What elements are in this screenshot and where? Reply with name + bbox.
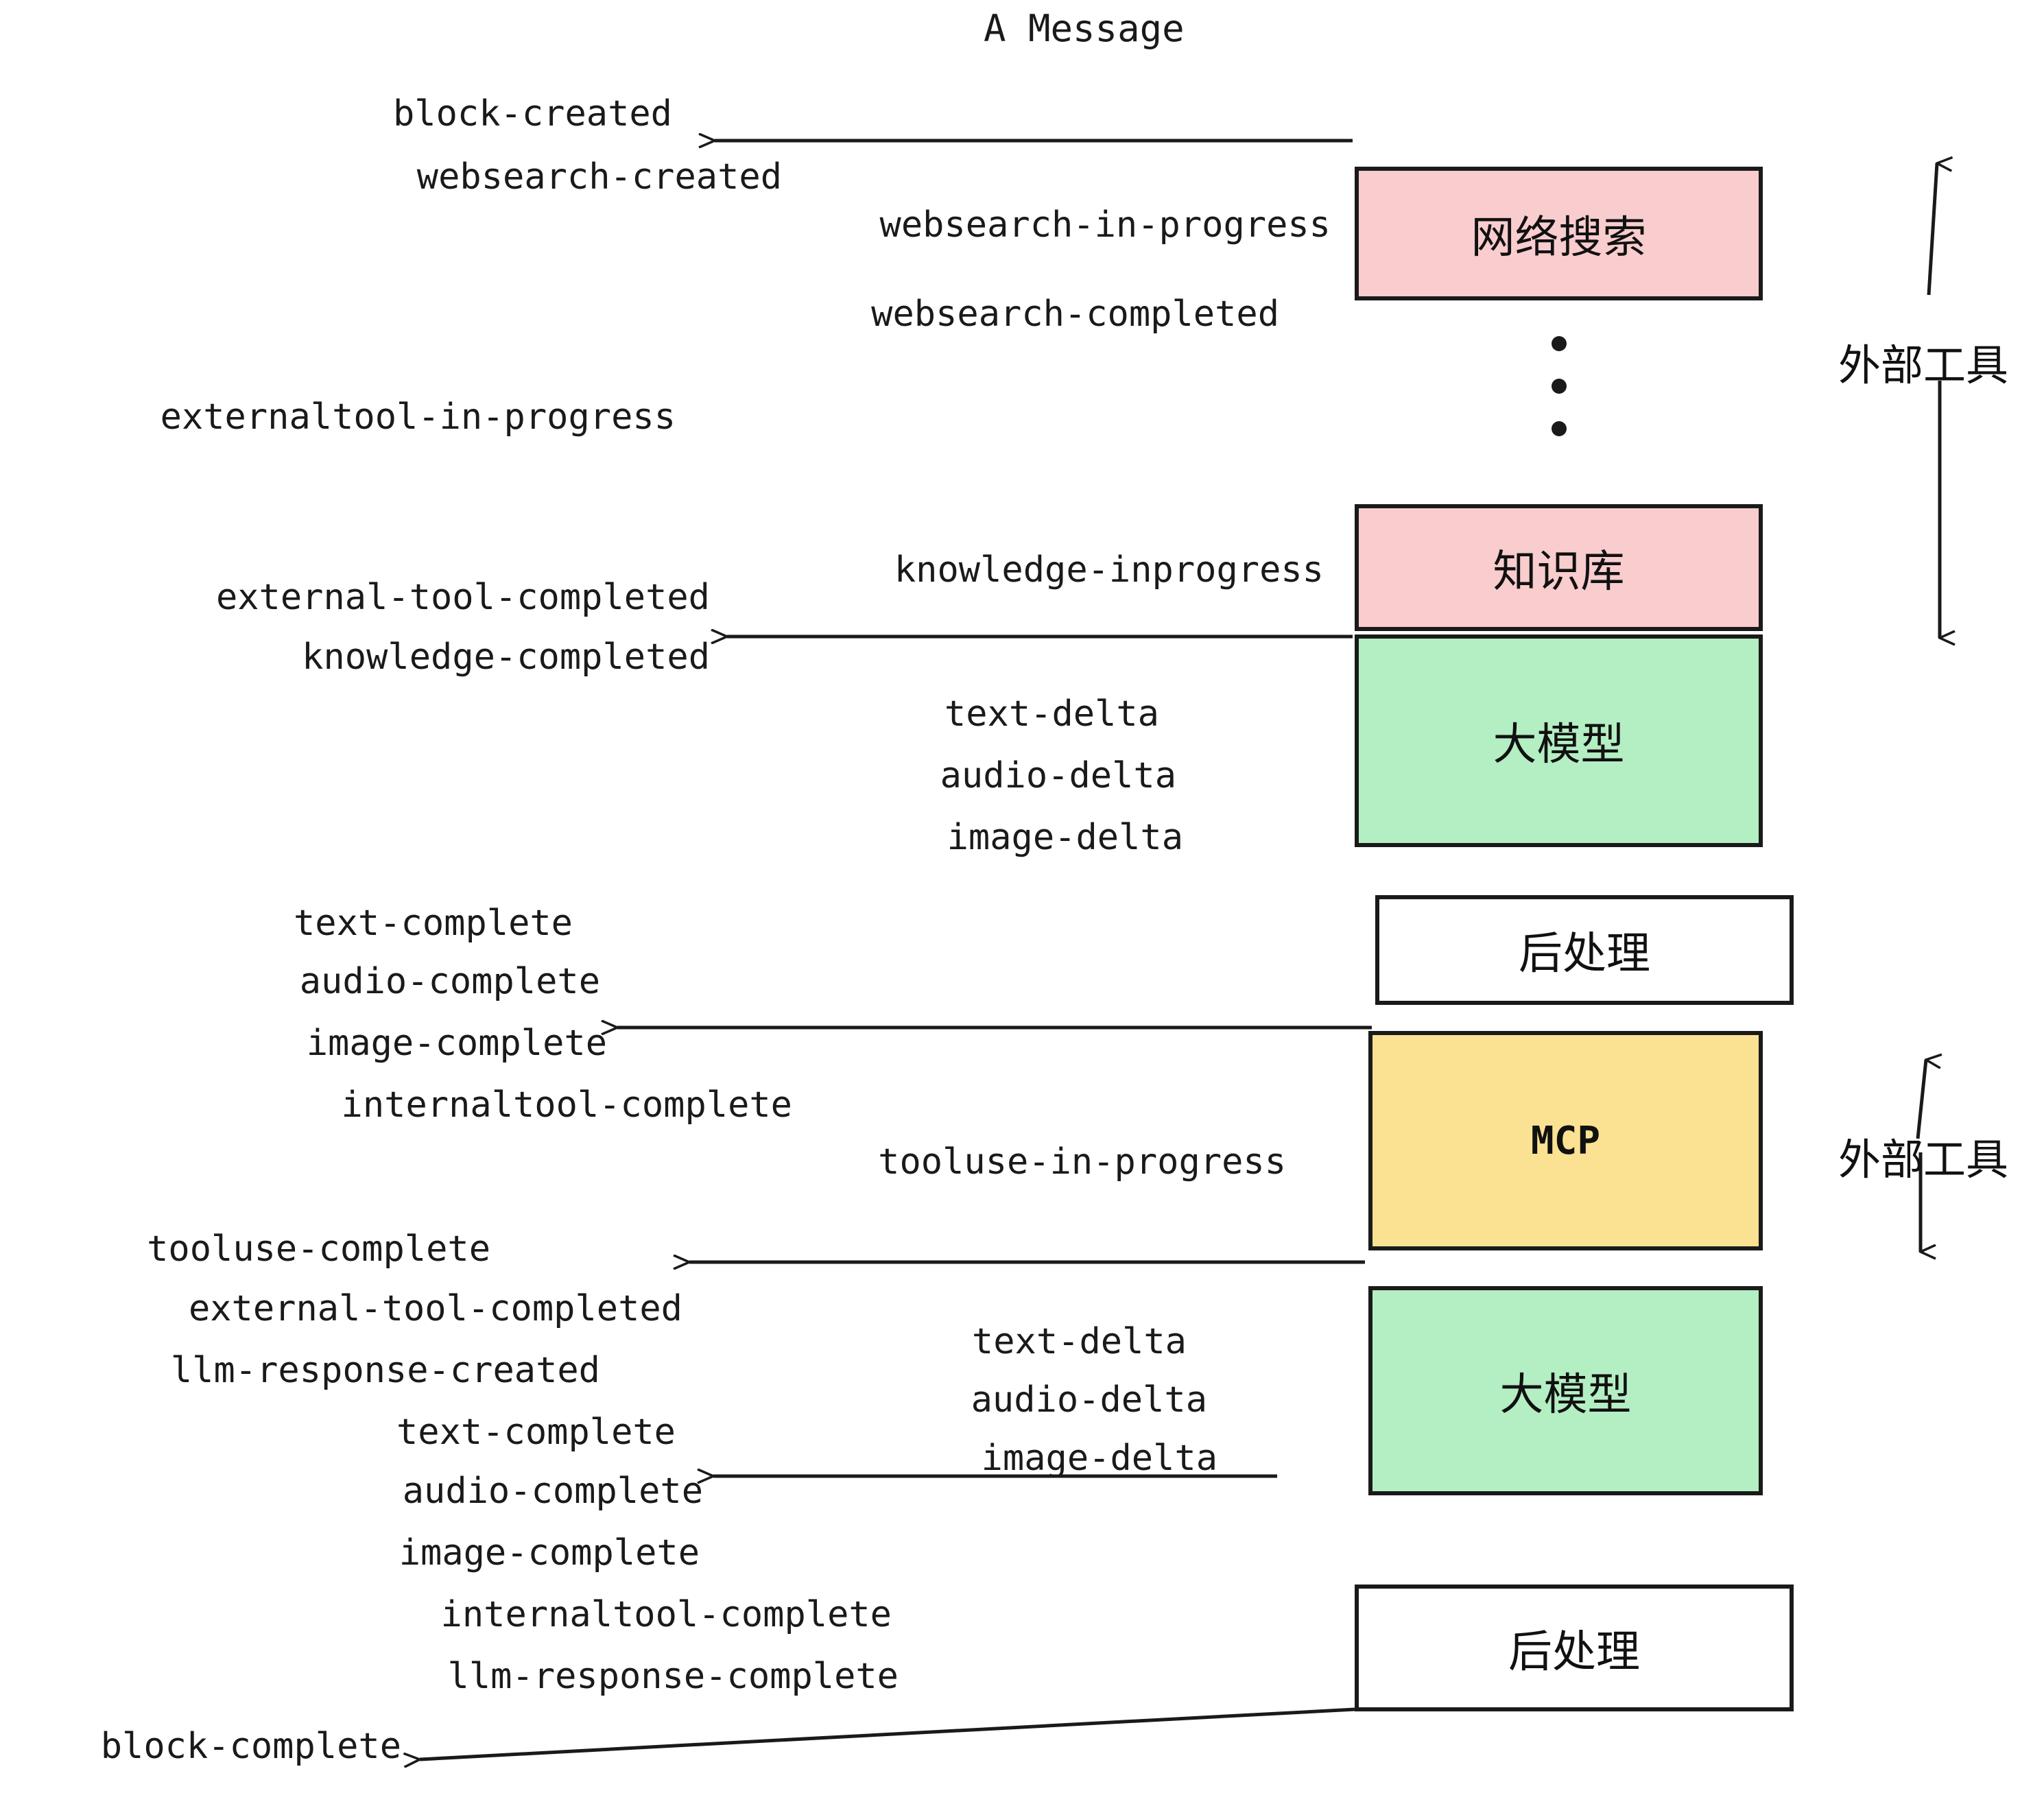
event-label-audio-delta-1: audio-delta	[940, 755, 1176, 796]
event-label-tooluse-in-progress: tooluse-in-progress	[878, 1141, 1286, 1183]
box-mcp-label: MCP	[1530, 1118, 1601, 1163]
event-label-audio-complete-1: audio-complete	[299, 961, 600, 1002]
box-knowledge[interactable]: 知识库	[1355, 504, 1763, 631]
annotation-external-tools-top: 外部工具	[1838, 340, 2009, 390]
event-label-websearch-completed: websearch-completed	[871, 294, 1279, 335]
event-label-image-delta-2: image-delta	[981, 1438, 1217, 1479]
box-llm-1[interactable]: 大模型	[1355, 634, 1763, 847]
event-label-internaltool-complete-2: internaltool-complete	[440, 1594, 892, 1635]
event-label-websearch-in-progress: websearch-in-progress	[879, 204, 1331, 246]
box-mcp[interactable]: MCP	[1368, 1031, 1763, 1250]
event-label-websearch-created: websearch-created	[416, 156, 782, 198]
box-knowledge-label: 知识库	[1493, 546, 1625, 597]
ellipsis-dot	[1552, 379, 1567, 394]
event-label-text-delta-2: text-delta	[971, 1321, 1187, 1362]
event-label-internaltool-complete-1: internaltool-complete	[341, 1084, 792, 1126]
arrow-postprocess-to-block-complete	[420, 1707, 1355, 1759]
event-label-image-complete-2: image-complete	[399, 1532, 700, 1574]
box-websearch[interactable]: 网络搜索	[1355, 167, 1763, 300]
ellipsis-dot	[1552, 421, 1567, 436]
event-label-block-created: block-created	[393, 93, 672, 134]
page-title: A Message	[984, 7, 1185, 50]
event-label-externaltool-in-progress: externaltool-in-progress	[160, 396, 676, 438]
event-label-tooluse-complete: tooluse-complete	[147, 1229, 490, 1270]
event-label-external-tool-completed-1: external-tool-completed	[215, 577, 710, 618]
ellipsis-dot	[1552, 336, 1567, 351]
event-label-image-delta-1: image-delta	[947, 817, 1183, 858]
box-postprocess-1-label: 后处理	[1519, 929, 1650, 980]
box-postprocess-1[interactable]: 后处理	[1375, 895, 1794, 1005]
box-websearch-label: 网络搜索	[1471, 212, 1647, 263]
box-llm-2-label: 大模型	[1499, 1369, 1632, 1421]
event-label-external-tool-completed-2: external-tool-completed	[188, 1288, 682, 1329]
event-label-llm-response-created: llm-response-created	[170, 1350, 600, 1391]
box-llm-1-label: 大模型	[1493, 720, 1625, 770]
vertical-ellipsis	[1552, 336, 1567, 464]
event-label-image-complete-1: image-complete	[306, 1023, 607, 1064]
box-postprocess-2-label: 后处理	[1508, 1626, 1640, 1678]
event-label-text-delta-1: text-delta	[944, 693, 1159, 735]
box-postprocess-2[interactable]: 后处理	[1355, 1585, 1794, 1711]
event-label-llm-response-complete: llm-response-complete	[447, 1656, 899, 1697]
event-label-text-complete-2: text-complete	[396, 1412, 676, 1453]
annotation-external-tools-bottom: 外部工具	[1838, 1135, 2009, 1185]
event-label-knowledge-completed: knowledge-completed	[302, 637, 710, 678]
event-label-audio-complete-2: audio-complete	[402, 1471, 703, 1512]
box-llm-2[interactable]: 大模型	[1368, 1286, 1763, 1495]
event-label-knowledge-inprogress: knowledge-inprogress	[894, 549, 1324, 591]
arrow-external-tools-up-top	[1927, 163, 1937, 296]
event-label-audio-delta-2: audio-delta	[971, 1379, 1207, 1421]
event-label-text-complete-1: text-complete	[294, 903, 573, 944]
event-label-block-complete: block-complete	[100, 1726, 401, 1767]
